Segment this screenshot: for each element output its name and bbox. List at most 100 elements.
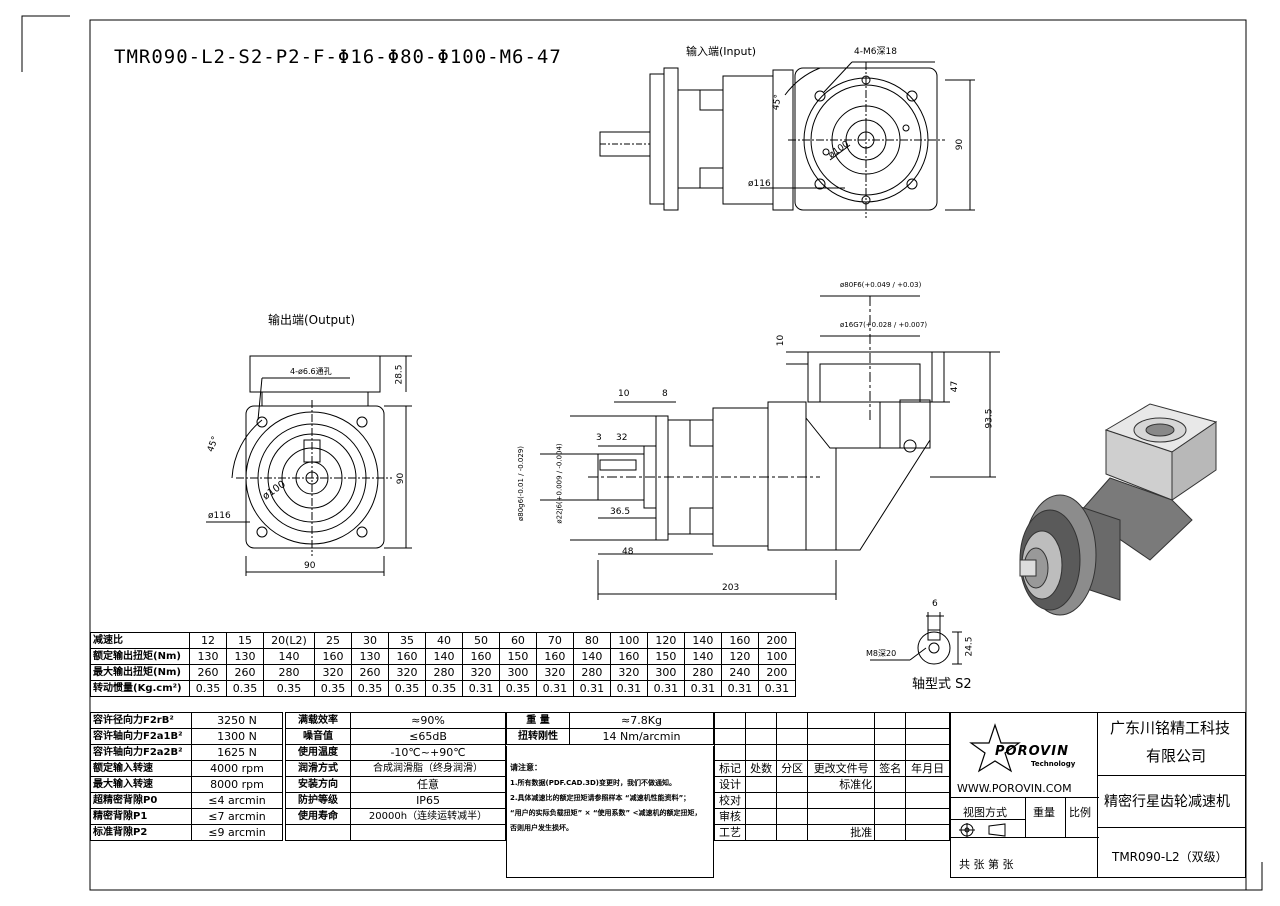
ratio-cell: 280	[262, 664, 316, 681]
ratio-header-cell: 25	[314, 632, 353, 649]
ratio-cell: 0.31	[646, 680, 685, 697]
table-row: 工艺 批准	[713, 824, 950, 841]
spec-label: 使用温度	[282, 744, 351, 761]
brand-logo: POROVIN Technology	[965, 719, 1085, 775]
dim-side-10: 10	[618, 389, 630, 399]
ratio-cell: 140	[424, 648, 463, 665]
weight-value: ≈7.8Kg	[569, 712, 714, 729]
spec-label: 额定输入转速	[90, 760, 192, 777]
ratio-cell: 150	[498, 648, 537, 665]
dim-key-24-5: 24.5	[964, 636, 975, 657]
stiffness-label: 扭转刚性	[506, 728, 570, 745]
scale-header: 比例	[1069, 806, 1091, 819]
approve-label: 批准	[807, 824, 876, 841]
dim-input-90: 90	[955, 138, 966, 151]
spec-value	[350, 824, 506, 841]
ratio-cell: 320	[535, 664, 574, 681]
spec-value: 合成润滑脂（终身润滑）	[350, 760, 506, 777]
ratio-cell: 140	[572, 648, 611, 665]
dim-side-3: 3	[596, 433, 602, 443]
ratio-cell: 200	[757, 664, 797, 681]
company-name-line1: 广东川铭精工科技	[1110, 719, 1231, 737]
weight-label: 重 量	[506, 712, 570, 729]
view-mode-label: 视图方式	[963, 806, 1007, 819]
table-row: 标准背隙P2 ≤9 arcmin	[90, 824, 506, 841]
spec-label: 防护等级	[282, 792, 351, 809]
spec-value: 任意	[350, 776, 506, 793]
spec-value: 1300 N	[191, 728, 285, 745]
dim-side-32: 32	[616, 433, 628, 443]
table-row: 容许轴向力F2a2B² 1625 N 使用温度 -10℃~+90℃	[90, 744, 506, 761]
input-end-label: 输入端(Input)	[686, 45, 757, 58]
ratio-cell: 160	[388, 648, 426, 665]
ratio-row-label: 最大输出扭矩(Nm)	[90, 664, 190, 681]
brand-block: POROVIN Technology WWW.POROVIN.COM 视图方式 …	[950, 712, 1099, 878]
dim-output-holes: 4-ø6.6通孔	[290, 367, 332, 376]
ratio-cell: 0.31	[461, 680, 500, 697]
standardize-label: 标准化	[807, 776, 876, 793]
table-row: 超精密背隙P0 ≤4 arcmin 防护等级 IP65	[90, 792, 506, 809]
product-name: 精密行星齿轮减速机	[1104, 794, 1230, 810]
spec-label: 噪音值	[282, 728, 351, 745]
ratio-header-cell: 15	[225, 632, 264, 649]
ratio-cell: 0.35	[498, 680, 537, 697]
ratio-header-cell: 160	[720, 632, 759, 649]
spec-value: IP65	[350, 792, 506, 809]
ratio-row-label: 额定输出扭矩(Nm)	[90, 648, 190, 665]
dim-side-10v: 10	[776, 334, 787, 347]
ratio-cell: 280	[424, 664, 463, 681]
dim-side-80g6: ø80g6(-0.01 / -0.029)	[517, 445, 526, 522]
ratio-cell: 0.31	[535, 680, 574, 697]
ratio-header-cell: 12	[189, 632, 227, 649]
ratio-cell: 0.35	[388, 680, 426, 697]
dim-side-36-5: 36.5	[610, 507, 631, 517]
stiffness-value: 14 Nm/arcmin	[569, 728, 714, 745]
ratio-cell: 130	[225, 648, 264, 665]
ratio-cell: 0.35	[314, 680, 353, 697]
ratio-cell: 260	[225, 664, 264, 681]
dim-key-6: 6	[932, 599, 938, 609]
shaft-type-label: 轴型式 S2	[912, 677, 972, 692]
dim-output-d116: ø116	[208, 511, 231, 521]
star-logo-icon	[969, 723, 1021, 773]
spec-label: 标准背隙P2	[90, 824, 192, 841]
dim-output-28-5: 28.5	[394, 364, 405, 385]
table-row: 容许轴向力F2a1B² 1300 N 噪音值 ≤65dB	[90, 728, 506, 745]
review-label: 审核	[713, 808, 747, 825]
brand-logo-text: POROVIN	[995, 744, 1069, 759]
company-name-line2: 有限公司	[1146, 747, 1207, 765]
table-row: 标记 处数 分区 更改文件号 签名 年月日	[713, 760, 950, 777]
dim-input-holes: 4-M6深18	[854, 47, 897, 57]
ratio-header-cell: 35	[388, 632, 426, 649]
brand-logo-sub: Technology	[1031, 760, 1076, 768]
ratio-cell: 300	[498, 664, 537, 681]
table-row: 精密背隙P1 ≤7 arcmin 使用寿命 20000h（连续运转减半）	[90, 808, 506, 825]
check-label: 校对	[713, 792, 747, 809]
spec-label: 润滑方式	[282, 760, 351, 777]
table-row: 审核	[713, 808, 950, 825]
ratio-cell: 0.35	[189, 680, 227, 697]
ratio-cell: 0.31	[572, 680, 611, 697]
weight-stiffness-table: 重 量 ≈7.8Kg 扭转刚性 14 Nm/arcmin	[506, 712, 714, 745]
revision-header-cell: 标记	[713, 760, 747, 777]
spec-value: 4000 rpm	[191, 760, 285, 777]
spec-label: 安装方向	[282, 776, 351, 793]
ratio-cell: 0.31	[609, 680, 648, 697]
ratio-header-cell: 50	[461, 632, 500, 649]
ratio-cell: 0.35	[424, 680, 463, 697]
spec-label	[282, 824, 351, 841]
revision-table: 标记 处数 分区 更改文件号 签名 年月日 设计 标准化 校对 审核 工艺 批准	[713, 712, 950, 841]
side-view	[540, 295, 1000, 600]
table-row: 转动惯量(Kg.cm²) 0.35 0.35 0.35 0.35 0.35 0.…	[90, 680, 797, 697]
ratio-cell: 0.35	[225, 680, 264, 697]
notes-box: 请注意： 1.所有数据(PDF.CAD.3D)变更时，我们不做通知。 2.具体减…	[506, 746, 714, 878]
ratio-cell: 300	[646, 664, 685, 681]
spec-value: -10℃~+90℃	[350, 744, 506, 761]
ratio-header-cell: 80	[572, 632, 611, 649]
ratio-cell: 120	[720, 648, 759, 665]
ratio-table: 减速比 12 15 20(L2) 25 30 35 40 50 60 70 80…	[90, 632, 797, 697]
spec-value: 3250 N	[191, 712, 285, 729]
ratio-cell: 160	[461, 648, 500, 665]
design-label: 设计	[713, 776, 747, 793]
